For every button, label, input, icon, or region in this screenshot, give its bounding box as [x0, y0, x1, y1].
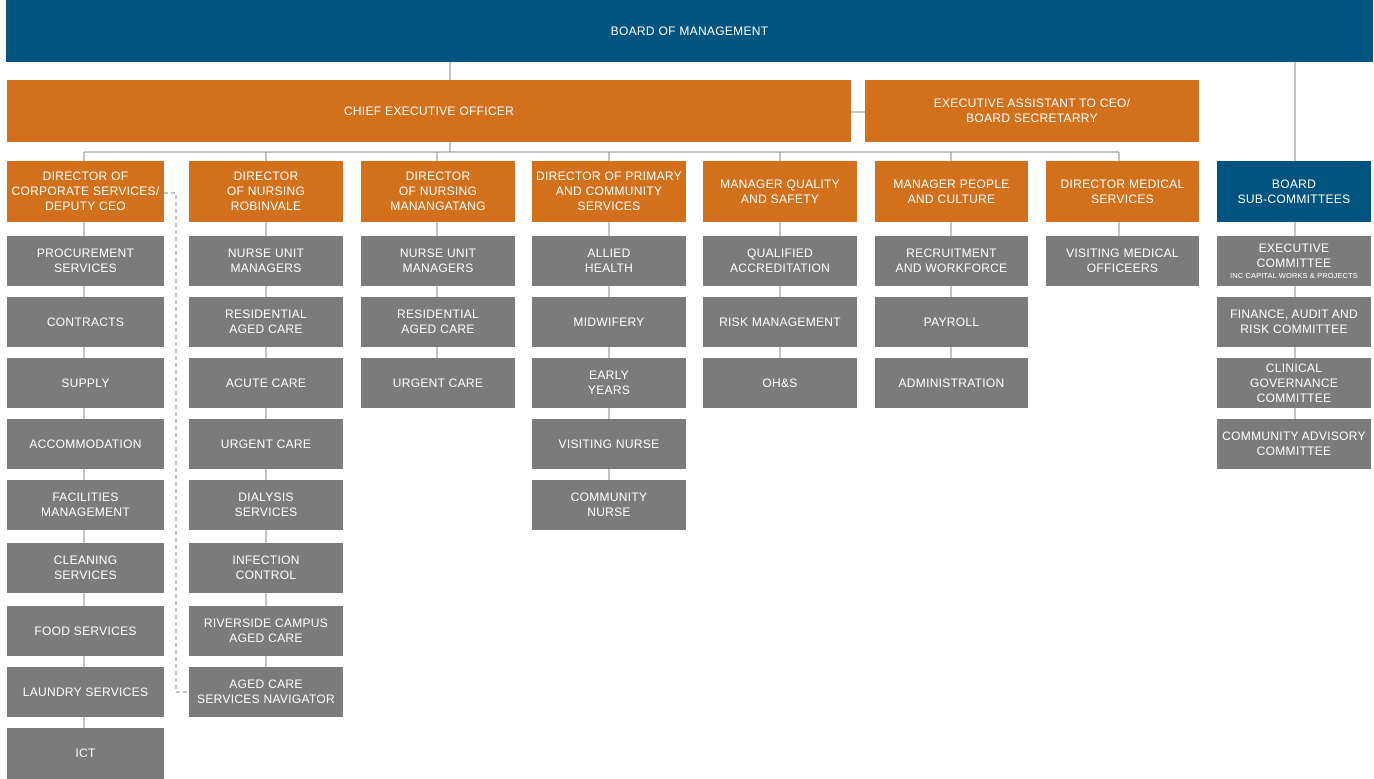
org-unit: OH&S: [703, 358, 857, 408]
org-unit: COMMUNITY NURSE: [532, 480, 686, 530]
org-unit: NURSE UNIT MANAGERS: [189, 236, 343, 286]
org-unit: ADMINISTRATION: [875, 358, 1028, 408]
org-unit: EARLY YEARS: [532, 358, 686, 408]
org-unit: PROCUREMENT SERVICES: [7, 236, 164, 286]
org-unit: RECRUITMENT AND WORKFORCE: [875, 236, 1028, 286]
org-unit: RIVERSIDE CAMPUS AGED CARE: [189, 606, 343, 656]
org-unit: NURSE UNIT MANAGERS: [361, 236, 515, 286]
executive-committee: EXECUTIVE COMMITTEE INC CAPITAL WORKS & …: [1217, 236, 1371, 286]
director-nursing-robinvale: DIRECTOR OF NURSING ROBINVALE: [189, 161, 343, 222]
org-unit: DIALYSIS SERVICES: [189, 480, 343, 530]
executive-assistant-label: EXECUTIVE ASSISTANT TO CEO/ BOARD SECRET…: [933, 96, 1131, 125]
org-unit: URGENT CARE: [361, 358, 515, 408]
org-unit: SUPPLY: [7, 358, 164, 408]
director-corporate-services: DIRECTOR OF CORPORATE SERVICES/ DEPUTY C…: [7, 161, 164, 222]
org-unit: INFECTION CONTROL: [189, 543, 343, 593]
org-unit: ICT: [7, 728, 164, 779]
org-unit: FOOD SERVICES: [7, 606, 164, 656]
org-unit: VISITING MEDICAL OFFICEERS: [1046, 236, 1199, 286]
executive-assistant: EXECUTIVE ASSISTANT TO CEO/ BOARD SECRET…: [865, 80, 1199, 142]
org-unit: PAYROLL: [875, 297, 1028, 347]
org-unit: QUALIFIED ACCREDITATION: [703, 236, 857, 286]
director-primary-community: DIRECTOR OF PRIMARY AND COMMUNITY SERVIC…: [532, 161, 686, 222]
org-unit: FACILITIES MANAGEMENT: [7, 480, 164, 530]
director-medical-services: DIRECTOR MEDICAL SERVICES: [1046, 161, 1199, 222]
org-unit: VISITING NURSE: [532, 419, 686, 469]
org-unit: ACUTE CARE: [189, 358, 343, 408]
org-unit: LAUNDRY SERVICES: [7, 667, 164, 717]
committee: COMMUNITY ADVISORY COMMITTEE: [1217, 419, 1371, 469]
org-unit: AGED CARE SERVICES NAVIGATOR: [189, 667, 343, 717]
org-unit: CONTRACTS: [7, 297, 164, 347]
manager-people-culture: MANAGER PEOPLE AND CULTURE: [875, 161, 1028, 222]
org-unit: MIDWIFERY: [532, 297, 686, 347]
director-nursing-manangatang: DIRECTOR OF NURSING MANANGATANG: [361, 161, 515, 222]
board-label: BOARD OF MANAGEMENT: [610, 23, 769, 38]
org-unit: ALLIED HEALTH: [532, 236, 686, 286]
org-unit: CLEANING SERVICES: [7, 543, 164, 593]
org-unit: RESIDENTIAL AGED CARE: [361, 297, 515, 347]
committee: CLINICAL GOVERNANCE COMMITTEE: [1217, 358, 1371, 408]
board-sub-committees: BOARD SUB-COMMITTEES: [1217, 161, 1371, 222]
org-unit: RESIDENTIAL AGED CARE: [189, 297, 343, 347]
ceo-label: CHIEF EXECUTIVE OFFICER: [343, 103, 515, 118]
chief-executive-officer: CHIEF EXECUTIVE OFFICER: [7, 80, 851, 142]
committee: FINANCE, AUDIT AND RISK COMMITTEE: [1217, 297, 1371, 347]
manager-quality-safety: MANAGER QUALITY AND SAFETY: [703, 161, 857, 222]
board-of-management: BOARD OF MANAGEMENT: [6, 0, 1373, 62]
org-unit: RISK MANAGEMENT: [703, 297, 857, 347]
org-unit: ACCOMMODATION: [7, 419, 164, 469]
org-unit: URGENT CARE: [189, 419, 343, 469]
